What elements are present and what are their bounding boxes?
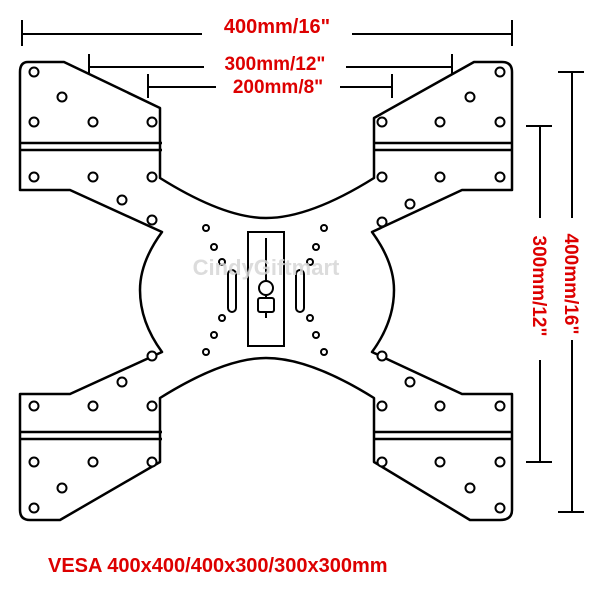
dimension-label-400mm-top: 400mm/16": [224, 16, 330, 38]
top-dimension-lines: [21, 20, 513, 98]
arm-bands: [20, 141, 512, 441]
center-bracket: [227, 231, 305, 347]
dimension-label-200mm-top: 200mm/8": [233, 77, 323, 98]
right-dimension-lines: [526, 71, 584, 513]
dimension-label-300mm-top: 300mm/12": [225, 54, 326, 75]
mounting-holes: [28, 66, 506, 514]
dimension-label-400mm-right: 400mm/16": [560, 234, 581, 335]
dimension-label-300mm-right: 300mm/12": [528, 236, 549, 337]
watermark-text: CindyGiftmart: [193, 255, 340, 280]
vesa-caption: VESA 400x400/400x300/300x300mm: [48, 555, 388, 577]
